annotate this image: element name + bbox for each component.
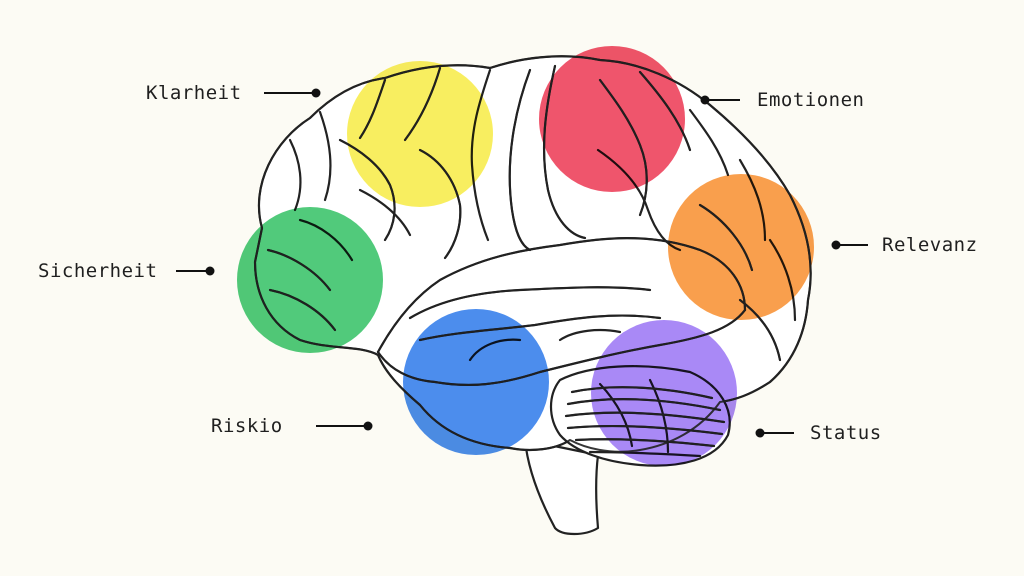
sicherheit-leader	[176, 266, 215, 276]
status-region	[591, 320, 737, 466]
label-relevanz: Relevanz	[882, 234, 978, 256]
label-status: Status	[810, 422, 882, 444]
emotionen-leader	[700, 95, 740, 105]
brainstem	[523, 438, 600, 536]
klarheit-region	[347, 61, 493, 207]
brain-outline-overlay	[254, 55, 812, 453]
label-klarheit: Klarheit	[146, 82, 242, 104]
emotionen-region	[539, 46, 685, 192]
status-leader	[755, 428, 794, 438]
riskio-region	[403, 309, 549, 455]
label-riskio: Riskio	[211, 415, 283, 437]
leader-lines	[176, 88, 868, 438]
label-emotionen: Emotionen	[757, 89, 865, 111]
relevanz-leader	[831, 240, 868, 250]
klarheit-leader	[264, 88, 321, 98]
label-sicherheit: Sicherheit	[38, 260, 158, 282]
riskio-leader	[316, 421, 373, 431]
sicherheit-region	[237, 207, 383, 353]
